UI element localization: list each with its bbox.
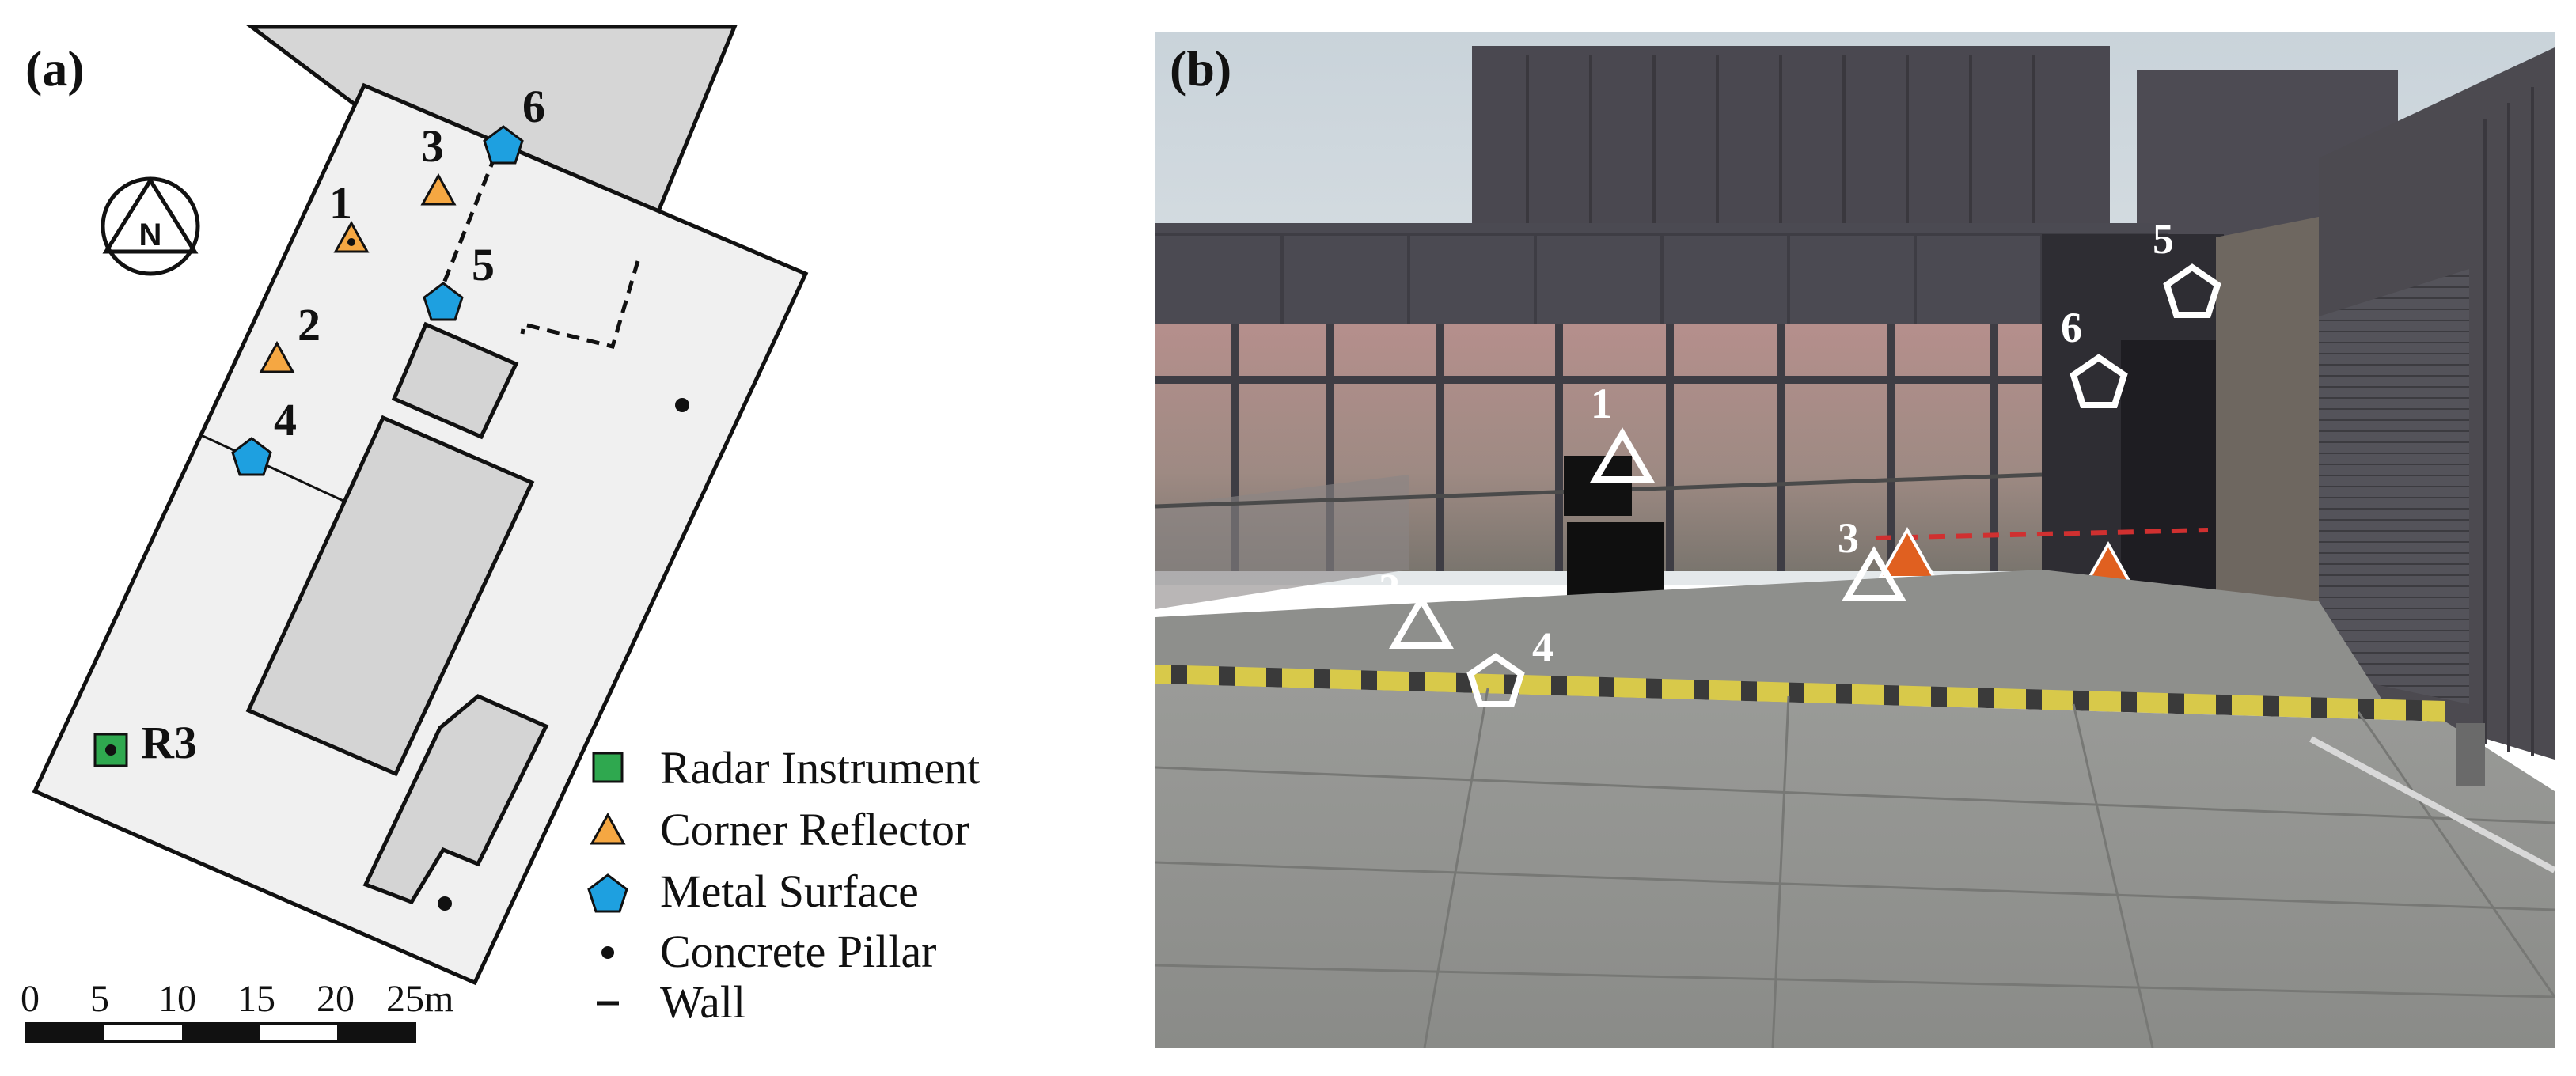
- scale-tick-20: 20: [317, 978, 355, 1020]
- legend-pillar-swatch: [601, 946, 614, 959]
- photo-label-6: 6: [2061, 304, 2082, 351]
- legend-reflector-label: Corner Reflector: [660, 804, 969, 855]
- map-label-4: 4: [274, 394, 297, 445]
- map-label-5: 5: [472, 239, 495, 290]
- map-label-1: 1: [329, 177, 352, 229]
- interior-block-small: [391, 321, 519, 440]
- photo: 1 2 3 4 5 6: [1155, 32, 2555, 1048]
- interior-block-lshape: [362, 694, 549, 905]
- scale-bar-segment: [27, 1024, 104, 1041]
- concrete-pillar: [675, 398, 689, 412]
- map-label-3: 3: [421, 120, 444, 172]
- radar-label: R3: [141, 717, 197, 768]
- dark-box-large: [1567, 522, 1664, 604]
- paving-joints: [1155, 688, 2555, 1048]
- photo-marker-1-triangle: [1590, 427, 1655, 483]
- upper-tower: [1472, 46, 2110, 239]
- compass-letter: N: [139, 218, 162, 252]
- map-label-6: 6: [522, 81, 545, 132]
- paving: [1155, 684, 2555, 1048]
- photo-label-5: 5: [2153, 215, 2174, 263]
- panel-a-label: (a): [25, 40, 85, 97]
- photo-marker-3-triangle: [1842, 546, 1906, 601]
- photo-marker-5-pentagon: [2163, 263, 2221, 318]
- legend-metal-swatch: [587, 873, 628, 913]
- map-label-2: 2: [298, 299, 321, 350]
- legend-radar-label: Radar Instrument: [660, 742, 980, 794]
- bollard: [2456, 723, 2485, 786]
- panel-a-map: (a) N 1 2 3: [21, 25, 980, 1043]
- legend-pillar-label: Concrete Pillar: [660, 926, 937, 977]
- right-ribs: [2483, 87, 2534, 756]
- corner-reflector-marker-3: [420, 172, 457, 206]
- yellow-strip: [1155, 665, 2445, 722]
- white-edge-line: [2309, 736, 2555, 873]
- photo-label-1: 1: [1591, 380, 1612, 427]
- legend-metal-label: Metal Surface: [660, 866, 919, 917]
- wall-line: [200, 434, 346, 503]
- scale-tick-10: 10: [158, 978, 196, 1020]
- metal-surface-marker-4: [231, 437, 272, 476]
- photo-marker-4-pentagon: [1466, 653, 1525, 707]
- concrete-pillar: [438, 896, 452, 911]
- radar-dot: [105, 744, 116, 756]
- dashed-boundary-1: [434, 154, 498, 301]
- scale-tick-0: 0: [21, 978, 40, 1020]
- photo-marker-6-pentagon: [2070, 354, 2128, 408]
- photo-label-3: 3: [1838, 514, 1859, 562]
- panel-b-photo: 1 2 3 4 5 6 (b): [1155, 32, 2555, 1048]
- mullions: [1155, 324, 2042, 571]
- legend-wall-label: Wall: [660, 976, 745, 1028]
- photo-label-4: 4: [1532, 623, 1554, 671]
- interior-block-large: [245, 415, 535, 777]
- tower-ribs: [1526, 55, 2035, 239]
- roller-shutter: [2319, 269, 2469, 704]
- entrance-door: [2121, 340, 2224, 593]
- scale-tick-25m: 25m: [386, 978, 453, 1020]
- railing-left: [1155, 475, 1409, 609]
- panel-b-label: (b): [1170, 40, 1231, 97]
- corner-reflector-marker-1: [333, 220, 370, 253]
- photo-marker-2-triangle: [1389, 593, 1454, 649]
- legend-reflector-swatch: [590, 812, 626, 845]
- compass-icon: N: [101, 176, 200, 276]
- legend: Radar Instrument Corner Reflector Metal …: [587, 742, 980, 1028]
- barrier-tape: [1875, 528, 2209, 540]
- scale-bar: 0 5 10 15 20 25m: [21, 978, 453, 1043]
- metal-surface-marker-6: [483, 125, 524, 165]
- scale-bar-segment: [337, 1024, 415, 1041]
- dashed-boundary-2: [520, 260, 640, 350]
- scale-bar-segment: [182, 1024, 260, 1041]
- photo-label-2: 2: [1379, 565, 1400, 612]
- scale-tick-15: 15: [237, 978, 275, 1020]
- corner-reflector-dot: [347, 238, 355, 246]
- corner-reflector-marker-2: [259, 340, 295, 373]
- scale-tick-5: 5: [90, 978, 109, 1020]
- legend-radar-swatch: [592, 752, 624, 783]
- dark-box-small: [1564, 456, 1632, 516]
- metal-surface-marker-5: [423, 282, 464, 321]
